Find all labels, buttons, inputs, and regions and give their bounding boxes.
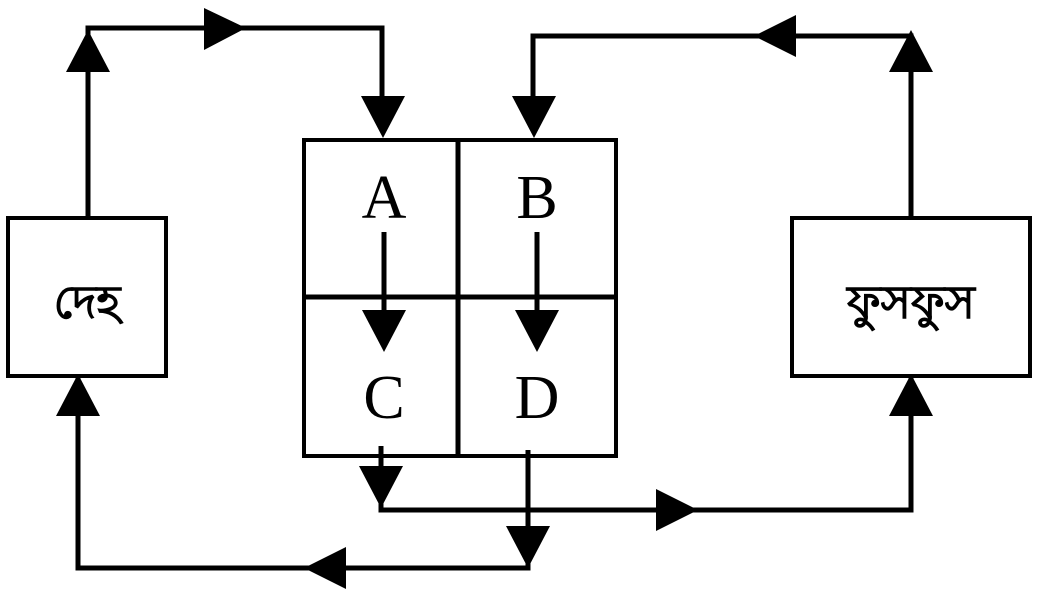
path-lungs-to-chamber-b <box>512 15 933 218</box>
body-label: দেহ <box>54 275 125 329</box>
chamber-d-label: D <box>515 364 560 432</box>
body-box: দেহ <box>6 216 168 378</box>
path-body-to-chamber-a <box>66 8 405 218</box>
heart-chambers-grid: A B C D <box>302 138 618 458</box>
arrow-a-to-c <box>362 232 406 352</box>
lungs-box: ফুসফুস <box>790 216 1032 378</box>
path-chamber-d-to-body <box>56 374 550 589</box>
chamber-b-label: B <box>516 164 557 232</box>
path-chamber-c-to-lungs <box>359 374 933 531</box>
chamber-c-label: C <box>363 364 404 432</box>
lungs-label: ফুসফুস <box>845 275 977 332</box>
arrow-b-to-d <box>515 232 559 352</box>
chamber-a-label: A <box>362 164 407 232</box>
